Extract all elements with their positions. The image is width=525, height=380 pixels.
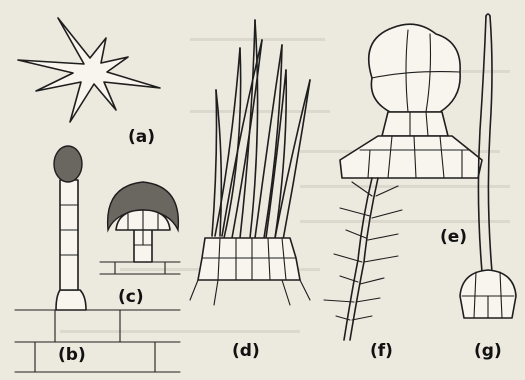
- label-c: (c): [118, 287, 144, 307]
- tufted-hair-d: [190, 20, 310, 305]
- branched-hair-f: [324, 178, 402, 340]
- glandular-hair-b: [15, 146, 180, 372]
- label-e: (e): [440, 227, 467, 247]
- stellate-hair-a: [18, 18, 160, 122]
- label-a: (a): [128, 127, 155, 147]
- capitate-hair-c: [100, 182, 180, 274]
- label-d: (d): [232, 341, 260, 361]
- label-b: (b): [58, 345, 86, 365]
- glandular-hair-e: [340, 24, 482, 178]
- label-g: (g): [474, 341, 502, 361]
- label-f: (f): [370, 341, 393, 361]
